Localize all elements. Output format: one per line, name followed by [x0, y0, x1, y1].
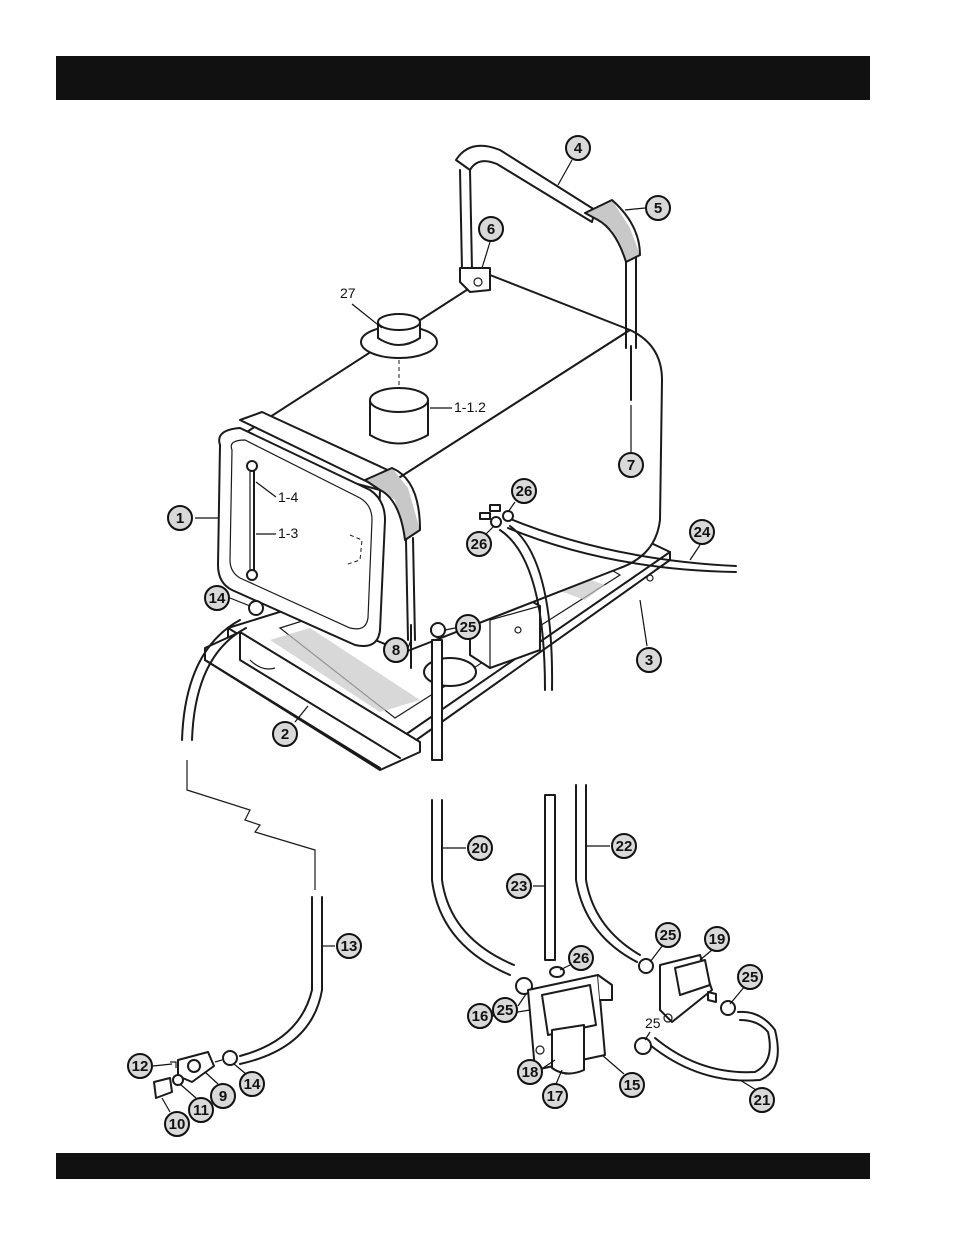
callout-25-pump-right: 25	[730, 965, 762, 1004]
callout-22: 22	[586, 834, 636, 858]
callout-25-pump-left: 25	[650, 923, 680, 962]
svg-text:7: 7	[627, 457, 635, 474]
svg-text:26: 26	[573, 950, 590, 967]
callout-15: 15	[602, 1055, 644, 1097]
svg-text:18: 18	[522, 1064, 539, 1081]
svg-text:16: 16	[472, 1008, 489, 1025]
svg-text:3: 3	[645, 652, 653, 669]
callout-14-lower: 14	[234, 1064, 264, 1096]
svg-text:15: 15	[624, 1077, 641, 1094]
svg-text:27: 27	[340, 285, 356, 301]
callout-26-filter: 26	[560, 946, 593, 970]
callout-1: 1	[168, 506, 218, 530]
callout-13: 13	[322, 934, 361, 958]
svg-text:1: 1	[176, 510, 184, 527]
callout-20: 20	[442, 836, 492, 860]
label-27: 27	[340, 285, 382, 328]
svg-text:25: 25	[742, 969, 759, 986]
svg-text:13: 13	[341, 938, 358, 955]
svg-text:23: 23	[511, 878, 528, 895]
callout-25-filter: 25	[493, 994, 526, 1022]
callout-5: 5	[625, 196, 670, 220]
svg-text:26: 26	[516, 483, 533, 500]
callout-17: 17	[543, 1070, 567, 1108]
svg-text:14: 14	[244, 1076, 261, 1093]
callout-10: 10	[162, 1098, 189, 1136]
fuel-pump	[660, 955, 716, 1022]
svg-text:14: 14	[209, 590, 226, 607]
callout-3: 3	[637, 600, 661, 672]
svg-text:25: 25	[497, 1002, 514, 1019]
callout-23: 23	[507, 874, 545, 898]
fuel-filter	[528, 967, 612, 1074]
svg-text:19: 19	[709, 931, 726, 948]
svg-text:12: 12	[132, 1058, 149, 1075]
svg-text:10: 10	[169, 1116, 186, 1133]
svg-text:6: 6	[487, 221, 495, 238]
svg-text:4: 4	[574, 140, 583, 157]
svg-text:24: 24	[694, 524, 711, 541]
callout-21: 21	[740, 1080, 774, 1112]
svg-text:8: 8	[392, 642, 400, 659]
svg-text:1-3: 1-3	[278, 525, 298, 541]
svg-text:21: 21	[754, 1092, 771, 1109]
svg-text:25: 25	[645, 1015, 661, 1031]
callout-6: 6	[479, 217, 503, 268]
svg-text:1-4: 1-4	[278, 489, 298, 505]
callout-4: 4	[558, 136, 590, 185]
svg-text:2: 2	[281, 726, 289, 743]
svg-text:5: 5	[654, 200, 662, 217]
svg-text:9: 9	[219, 1088, 227, 1105]
filler-neck	[370, 388, 428, 444]
callout-24: 24	[690, 520, 714, 560]
svg-text:25: 25	[660, 927, 677, 944]
svg-text:11: 11	[193, 1102, 209, 1119]
svg-text:17: 17	[547, 1088, 564, 1105]
svg-text:22: 22	[616, 838, 633, 855]
callout-12: 12	[128, 1054, 172, 1078]
callout-19: 19	[700, 927, 729, 960]
svg-text:20: 20	[472, 840, 489, 857]
svg-text:1-1.2: 1-1.2	[454, 399, 486, 415]
label-25-plain: 25	[645, 1015, 661, 1040]
svg-text:26: 26	[471, 536, 488, 553]
svg-text:25: 25	[460, 619, 477, 636]
callout-18: 18	[518, 1060, 555, 1084]
